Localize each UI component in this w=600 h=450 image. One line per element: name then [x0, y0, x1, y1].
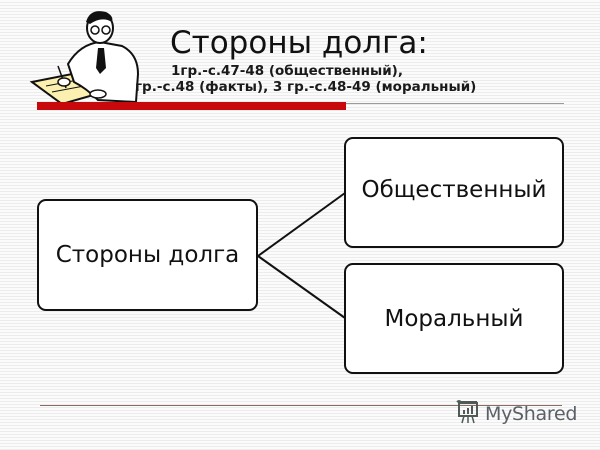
diagram-node-moral: Моральный [344, 263, 564, 374]
diagram-node-social-label: Общественный [361, 177, 547, 203]
presentation-board-icon [455, 399, 481, 429]
footer-divider-line [40, 405, 562, 406]
logo-text: MyShared [485, 403, 578, 425]
diagram-node-root-label: Стороны долга [55, 242, 240, 268]
myshared-logo[interactable]: MyShared [455, 399, 578, 429]
slide-subtitle-line1: 1гр.-с.47-48 (общественный), [171, 63, 403, 79]
diagram-node-root: Стороны долга [37, 199, 258, 311]
diagram-node-moral-label: Моральный [384, 305, 524, 332]
diagram-node-social: Общественный [344, 137, 564, 248]
header-accent-bar [37, 102, 346, 110]
slide-subtitle-line2: гр.-с.48 (факты), 3 гр.-с.48-49 (моральн… [135, 79, 477, 95]
header-divider-line [346, 103, 564, 104]
slide-title: Стороны долга: [170, 25, 428, 61]
man-writing-illustration [28, 8, 148, 108]
